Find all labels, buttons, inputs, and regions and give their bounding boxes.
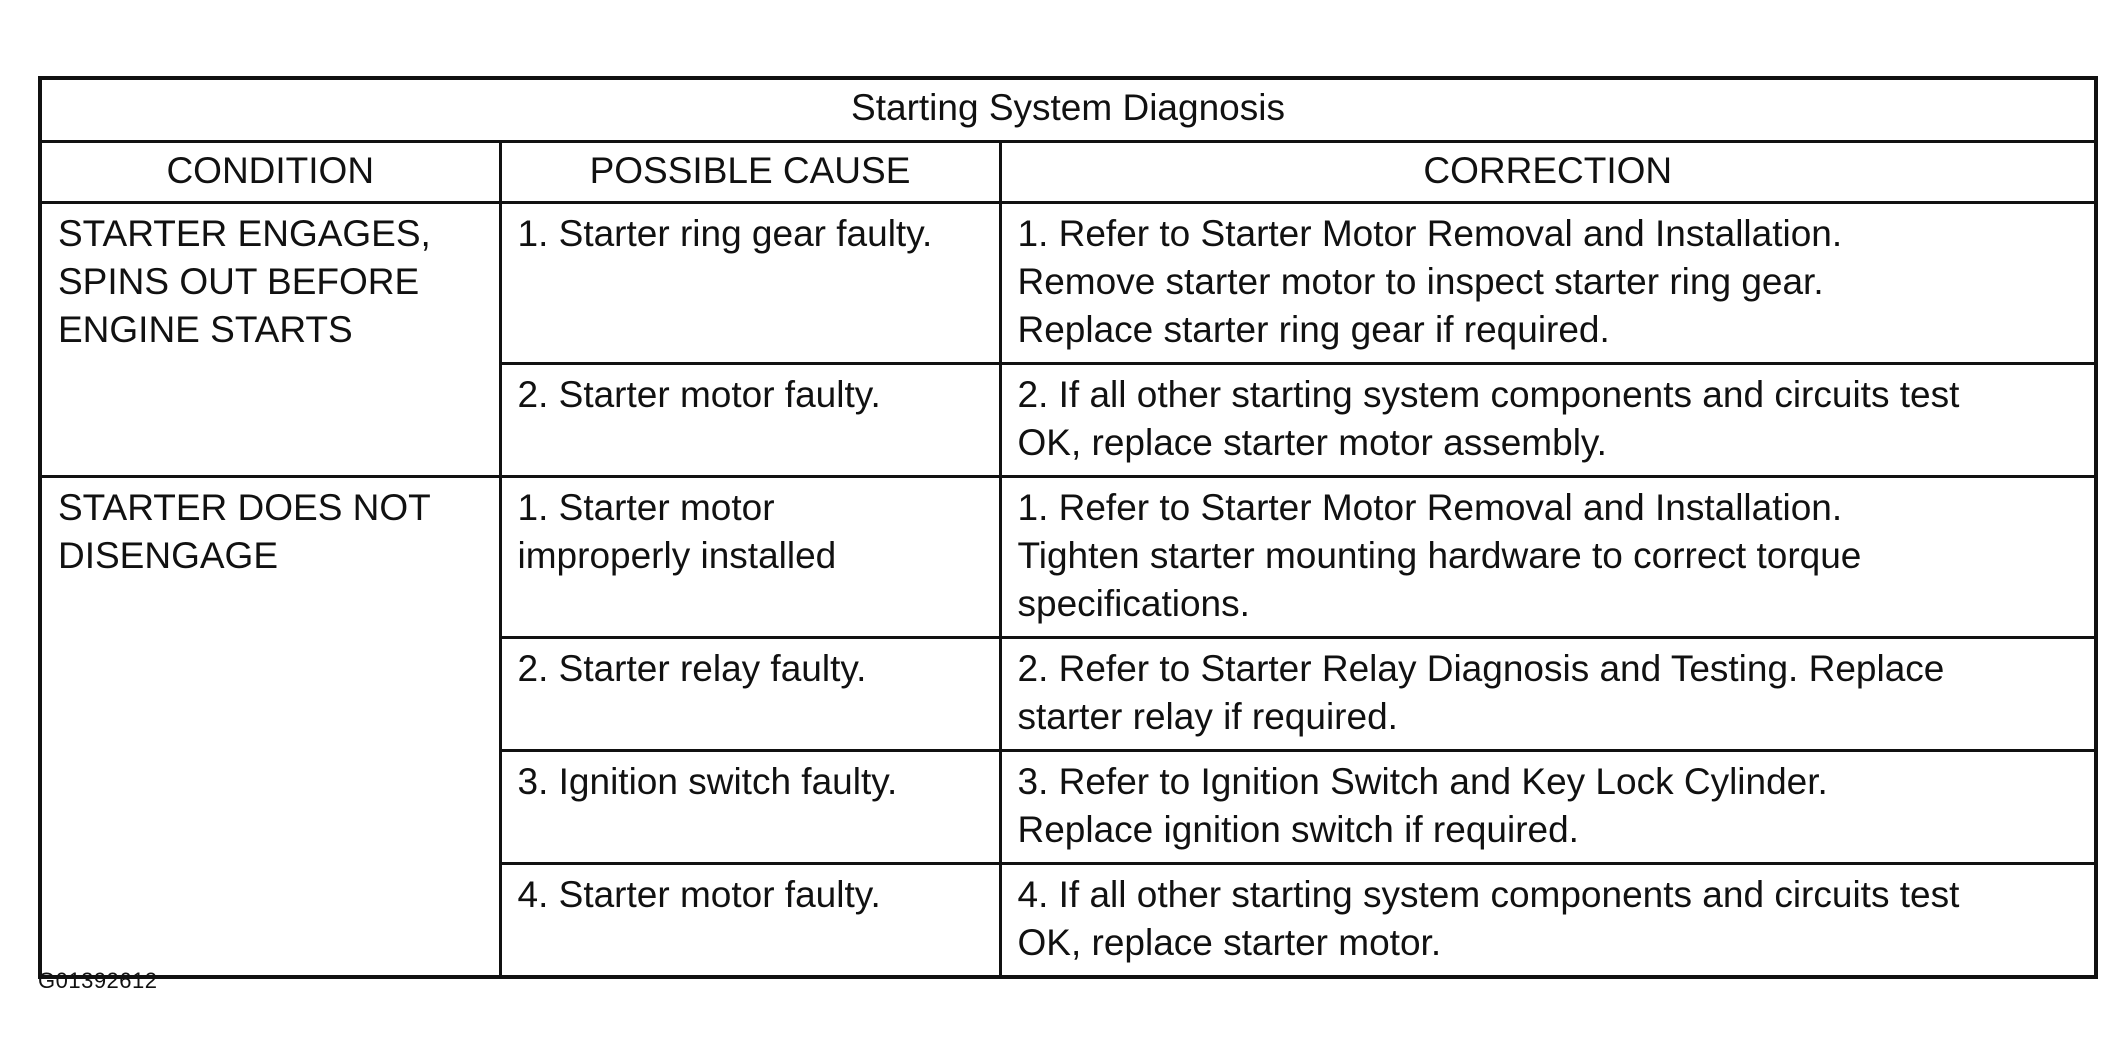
condition-cell: STARTER DOES NOT DISENGAGE: [38, 475, 502, 979]
cause-cell: 3. Ignition switch faulty.: [498, 749, 1002, 865]
cause-cell: 4. Starter motor faulty.: [498, 862, 1002, 979]
correction-cell: 3. Refer to Ignition Switch and Key Lock…: [998, 749, 2098, 865]
header-condition: CONDITION: [38, 140, 502, 204]
correction-cell: 2. Refer to Starter Relay Diagnosis and …: [998, 636, 2098, 752]
correction-cell: 1. Refer to Starter Motor Removal and In…: [998, 201, 2098, 365]
header-correction: CORRECTION: [998, 140, 2098, 204]
cause-cell: 2. Starter motor faulty.: [498, 362, 1002, 478]
condition-cell: STARTER ENGAGES, SPINS OUT BEFORE ENGINE…: [38, 201, 502, 478]
cause-cell: 1. Starter ring gear faulty.: [498, 201, 1002, 365]
table-row: STARTER DOES NOT DISENGAGE 1. Starter mo…: [38, 475, 2098, 979]
correction-cell: 1. Refer to Starter Motor Removal and In…: [998, 475, 2098, 639]
table-row: 3. Ignition switch faulty. 3. Refer to I…: [40, 749, 2098, 865]
header-possible-cause: POSSIBLE CAUSE: [498, 140, 1002, 204]
correction-cell: 2. If all other starting system componen…: [998, 362, 2098, 478]
cause-cell: 1. Starter motor improperly installed: [498, 475, 1002, 639]
title-row: Starting System Diagnosis: [38, 76, 2098, 143]
cause-cell: 2. Starter relay faulty.: [498, 636, 1002, 752]
table-row: STARTER ENGAGES, SPINS OUT BEFORE ENGINE…: [38, 201, 2098, 478]
table-title: Starting System Diagnosis: [38, 76, 2098, 143]
table-row: 4. Starter motor faulty. 4. If all other…: [40, 862, 2098, 979]
table-row: 2. Starter motor faulty. 2. If all other…: [40, 362, 2098, 478]
diagnosis-table: Starting System Diagnosis CONDITION POSS…: [38, 76, 2098, 979]
figure-id: G01392612: [38, 968, 158, 993]
header-row: CONDITION POSSIBLE CAUSE CORRECTION: [38, 140, 2098, 204]
correction-cell: 4. If all other starting system componen…: [998, 862, 2098, 979]
table-row: 2. Starter relay faulty. 2. Refer to Sta…: [40, 636, 2098, 752]
